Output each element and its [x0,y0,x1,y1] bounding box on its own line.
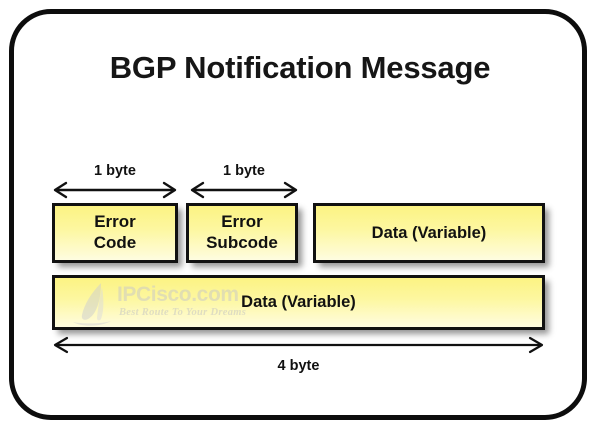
dimension-label-byte-1: 1 byte [94,163,136,179]
field-box-data-bottom[interactable]: IPCisco.com Best Route To Your Dreams Da… [52,275,545,330]
field-box-error-subcode-line2: Subcode [206,233,278,252]
page-title: BGP Notification Message [109,50,491,85]
dimension-arrow-byte-1 [50,180,180,205]
field-box-data-top-label: Data (Variable) [371,223,487,242]
field-box-error-subcode-line1: Error [221,212,263,232]
field-box-data-bottom-label: Data (Variable) [241,293,356,312]
dimension-label-total: 4 byte [277,358,320,374]
watermark-tagline: Best Route To Your Dreams [119,307,247,318]
field-box-error-code[interactable]: Error Code [52,203,178,263]
field-box-error-code-label: Error Code [94,212,137,253]
dimension-label-byte-2: 1 byte [223,163,265,179]
dimension-arrow-total [50,335,547,360]
dimension-arrow-byte-2 [187,180,301,205]
field-box-error-subcode[interactable]: Error Subcode [186,203,298,263]
watermark-brand: IPCisco.com [117,283,239,306]
field-box-error-subcode-label: Error Subcode [206,212,278,253]
field-box-error-code-line1: Error [94,212,136,232]
field-box-data-top[interactable]: Data (Variable) [313,203,545,263]
field-box-error-code-line2: Code [93,233,137,252]
sail-boat-icon [73,283,111,326]
